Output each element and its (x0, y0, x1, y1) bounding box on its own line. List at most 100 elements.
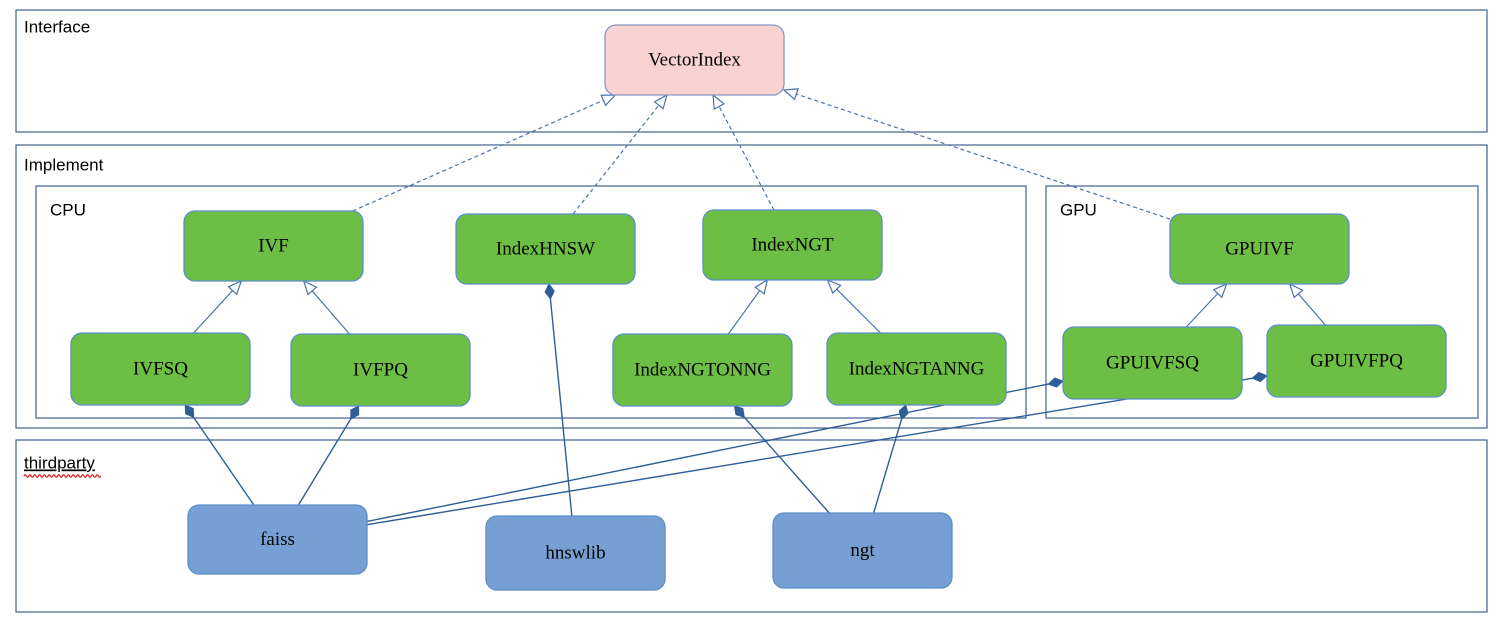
diamond-e-ngt-indexngtanng (898, 404, 909, 421)
edge-line-e-ngt-indexngtanng (872, 419, 903, 514)
node-ivf[interactable]: IVF (183, 210, 364, 282)
node-box-indexngtanng[interactable] (826, 332, 1007, 406)
node-label-hnswlib: hnswlib (545, 542, 605, 563)
node-ngt[interactable]: ngt (772, 512, 953, 589)
arrowhead-e-hnsw-vectorindex (653, 93, 668, 110)
edge-e-onng-indexngt (727, 278, 769, 335)
node-box-faiss[interactable] (187, 504, 368, 575)
node-box-ivf[interactable] (183, 210, 364, 282)
edges-layer (184, 88, 1326, 526)
node-ivfsq[interactable]: IVFSQ (70, 332, 251, 406)
diamond-e-faiss-gpuivfpq (1251, 371, 1268, 383)
node-box-indexhnsw[interactable] (455, 213, 636, 285)
node-gpuivfpq[interactable]: GPUIVFPQ (1266, 324, 1447, 398)
node-box-ngt[interactable] (772, 512, 953, 589)
arrowhead-e-gpuivfpq-gpuivf (1288, 282, 1304, 299)
edge-line-e-gpuivfpq-gpuivf (1297, 293, 1326, 326)
edge-e-ivfsq-ivf (193, 279, 243, 334)
edge-e-gpuivfpq-gpuivf (1288, 282, 1326, 326)
edge-e-gpuivfsq-gpuivf (1185, 282, 1228, 328)
node-vectorindex[interactable]: VectorIndex (604, 24, 785, 96)
edge-e-anng-indexngt (826, 278, 881, 334)
container-label-thirdparty: thirdparty (24, 453, 95, 472)
edge-line-e-hnsw-vectorindex (572, 104, 660, 215)
diamond-e-hnswlib-indexhnsw (544, 283, 555, 300)
edge-e-hnswlib-indexhnsw (544, 283, 573, 517)
node-label-gpuivfsq: GPUIVFSQ (1106, 352, 1199, 373)
node-box-ivfpq[interactable] (290, 333, 471, 407)
edge-line-e-faiss-gpuivfsq (366, 383, 1049, 523)
edge-e-ivfpq-ivf (302, 279, 350, 335)
node-faiss[interactable]: faiss (187, 504, 368, 575)
edge-e-hnsw-vectorindex (572, 93, 668, 215)
edge-line-e-onng-indexngt (727, 290, 761, 335)
diamond-e-faiss-ivfpq (350, 405, 360, 420)
node-gpuivfsq[interactable]: GPUIVFSQ (1062, 326, 1243, 400)
node-indexngtanng[interactable]: IndexNGTANNG (826, 332, 1007, 406)
edge-line-e-faiss-gpuivfpq (366, 377, 1253, 526)
edge-line-e-ivfpq-ivf (311, 290, 350, 335)
node-label-vectorindex: VectorIndex (648, 49, 741, 70)
diamond-e-faiss-gpuivfsq (1047, 377, 1064, 388)
container-label-implement: Implement (24, 155, 104, 174)
node-label-indexngt: IndexNGT (751, 234, 834, 255)
edge-line-e-gpuivf-vectorindex (796, 93, 1171, 220)
edge-line-e-ngt-vectorindex (718, 106, 775, 211)
edge-line-e-ivf-vectorindex (352, 99, 604, 212)
edge-e-faiss-gpuivfsq (366, 377, 1064, 523)
edge-e-faiss-ivfsq (184, 404, 255, 506)
node-box-ivfsq[interactable] (70, 332, 251, 406)
arrowhead-e-ivfpq-ivf (302, 279, 318, 296)
arrowhead-e-anng-indexngt (826, 278, 842, 295)
arrowhead-e-gpuivf-vectorindex (782, 88, 799, 101)
arrowhead-e-onng-indexngt (754, 278, 769, 295)
node-label-gpuivfpq: GPUIVFPQ (1310, 350, 1403, 371)
node-box-vectorindex[interactable] (604, 24, 785, 96)
container-label-gpu: GPU (1060, 200, 1097, 219)
node-label-ivfsq: IVFSQ (133, 358, 188, 379)
arrowhead-e-ngt-vectorindex (712, 93, 726, 111)
node-indexngtonng[interactable]: IndexNGTONNG (612, 333, 793, 407)
node-label-faiss: faiss (260, 529, 295, 550)
node-label-gpuivf: GPUIVF (1225, 238, 1294, 259)
node-label-ivfpq: IVFPQ (353, 359, 408, 380)
arrowhead-e-gpuivfsq-gpuivf (1212, 282, 1228, 299)
edge-e-gpuivf-vectorindex (782, 88, 1171, 220)
node-box-indexngt[interactable] (702, 209, 883, 281)
node-indexngt[interactable]: IndexNGT (702, 209, 883, 281)
spellcheck-squiggle-thirdparty (23, 474, 102, 478)
edge-line-e-anng-indexngt (836, 288, 881, 334)
diamond-e-faiss-ivfsq (184, 404, 195, 419)
node-label-ngt: ngt (850, 540, 875, 561)
edge-line-e-ivfsq-ivf (193, 290, 233, 334)
node-box-gpuivfsq[interactable] (1062, 326, 1243, 400)
edge-e-faiss-ivfpq (297, 405, 360, 506)
arrowhead-e-ivf-vectorindex (600, 94, 617, 107)
edge-line-e-faiss-ivfsq (193, 416, 255, 506)
edge-e-ivf-vectorindex (352, 94, 617, 212)
node-indexhnsw[interactable]: IndexHNSW (455, 213, 636, 285)
edge-e-ngt-indexngtanng (872, 404, 909, 514)
node-box-indexngtonng[interactable] (612, 333, 793, 407)
node-box-gpuivf[interactable] (1169, 213, 1350, 285)
container-label-interface: Interface (24, 17, 90, 36)
node-ivfpq[interactable]: IVFPQ (290, 333, 471, 407)
node-gpuivf[interactable]: GPUIVF (1169, 213, 1350, 285)
node-label-indexngtanng: IndexNGTANNG (849, 358, 985, 379)
node-label-ivf: IVF (258, 235, 289, 256)
container-label-cpu: CPU (50, 200, 86, 219)
edge-e-faiss-gpuivfpq (366, 371, 1268, 526)
node-hnswlib[interactable]: hnswlib (485, 515, 666, 591)
edge-line-e-gpuivfsq-gpuivf (1185, 293, 1219, 328)
edge-line-e-faiss-ivfpq (297, 418, 352, 506)
edge-line-e-hnswlib-indexhnsw (549, 298, 573, 517)
node-label-indexngtonng: IndexNGTONNG (634, 359, 771, 380)
edge-line-e-ngt-indexngtonng (743, 416, 830, 514)
node-label-indexhnsw: IndexHNSW (496, 238, 595, 259)
node-box-hnswlib[interactable] (485, 515, 666, 591)
node-box-gpuivfpq[interactable] (1266, 324, 1447, 398)
edge-e-ngt-vectorindex (712, 93, 775, 211)
